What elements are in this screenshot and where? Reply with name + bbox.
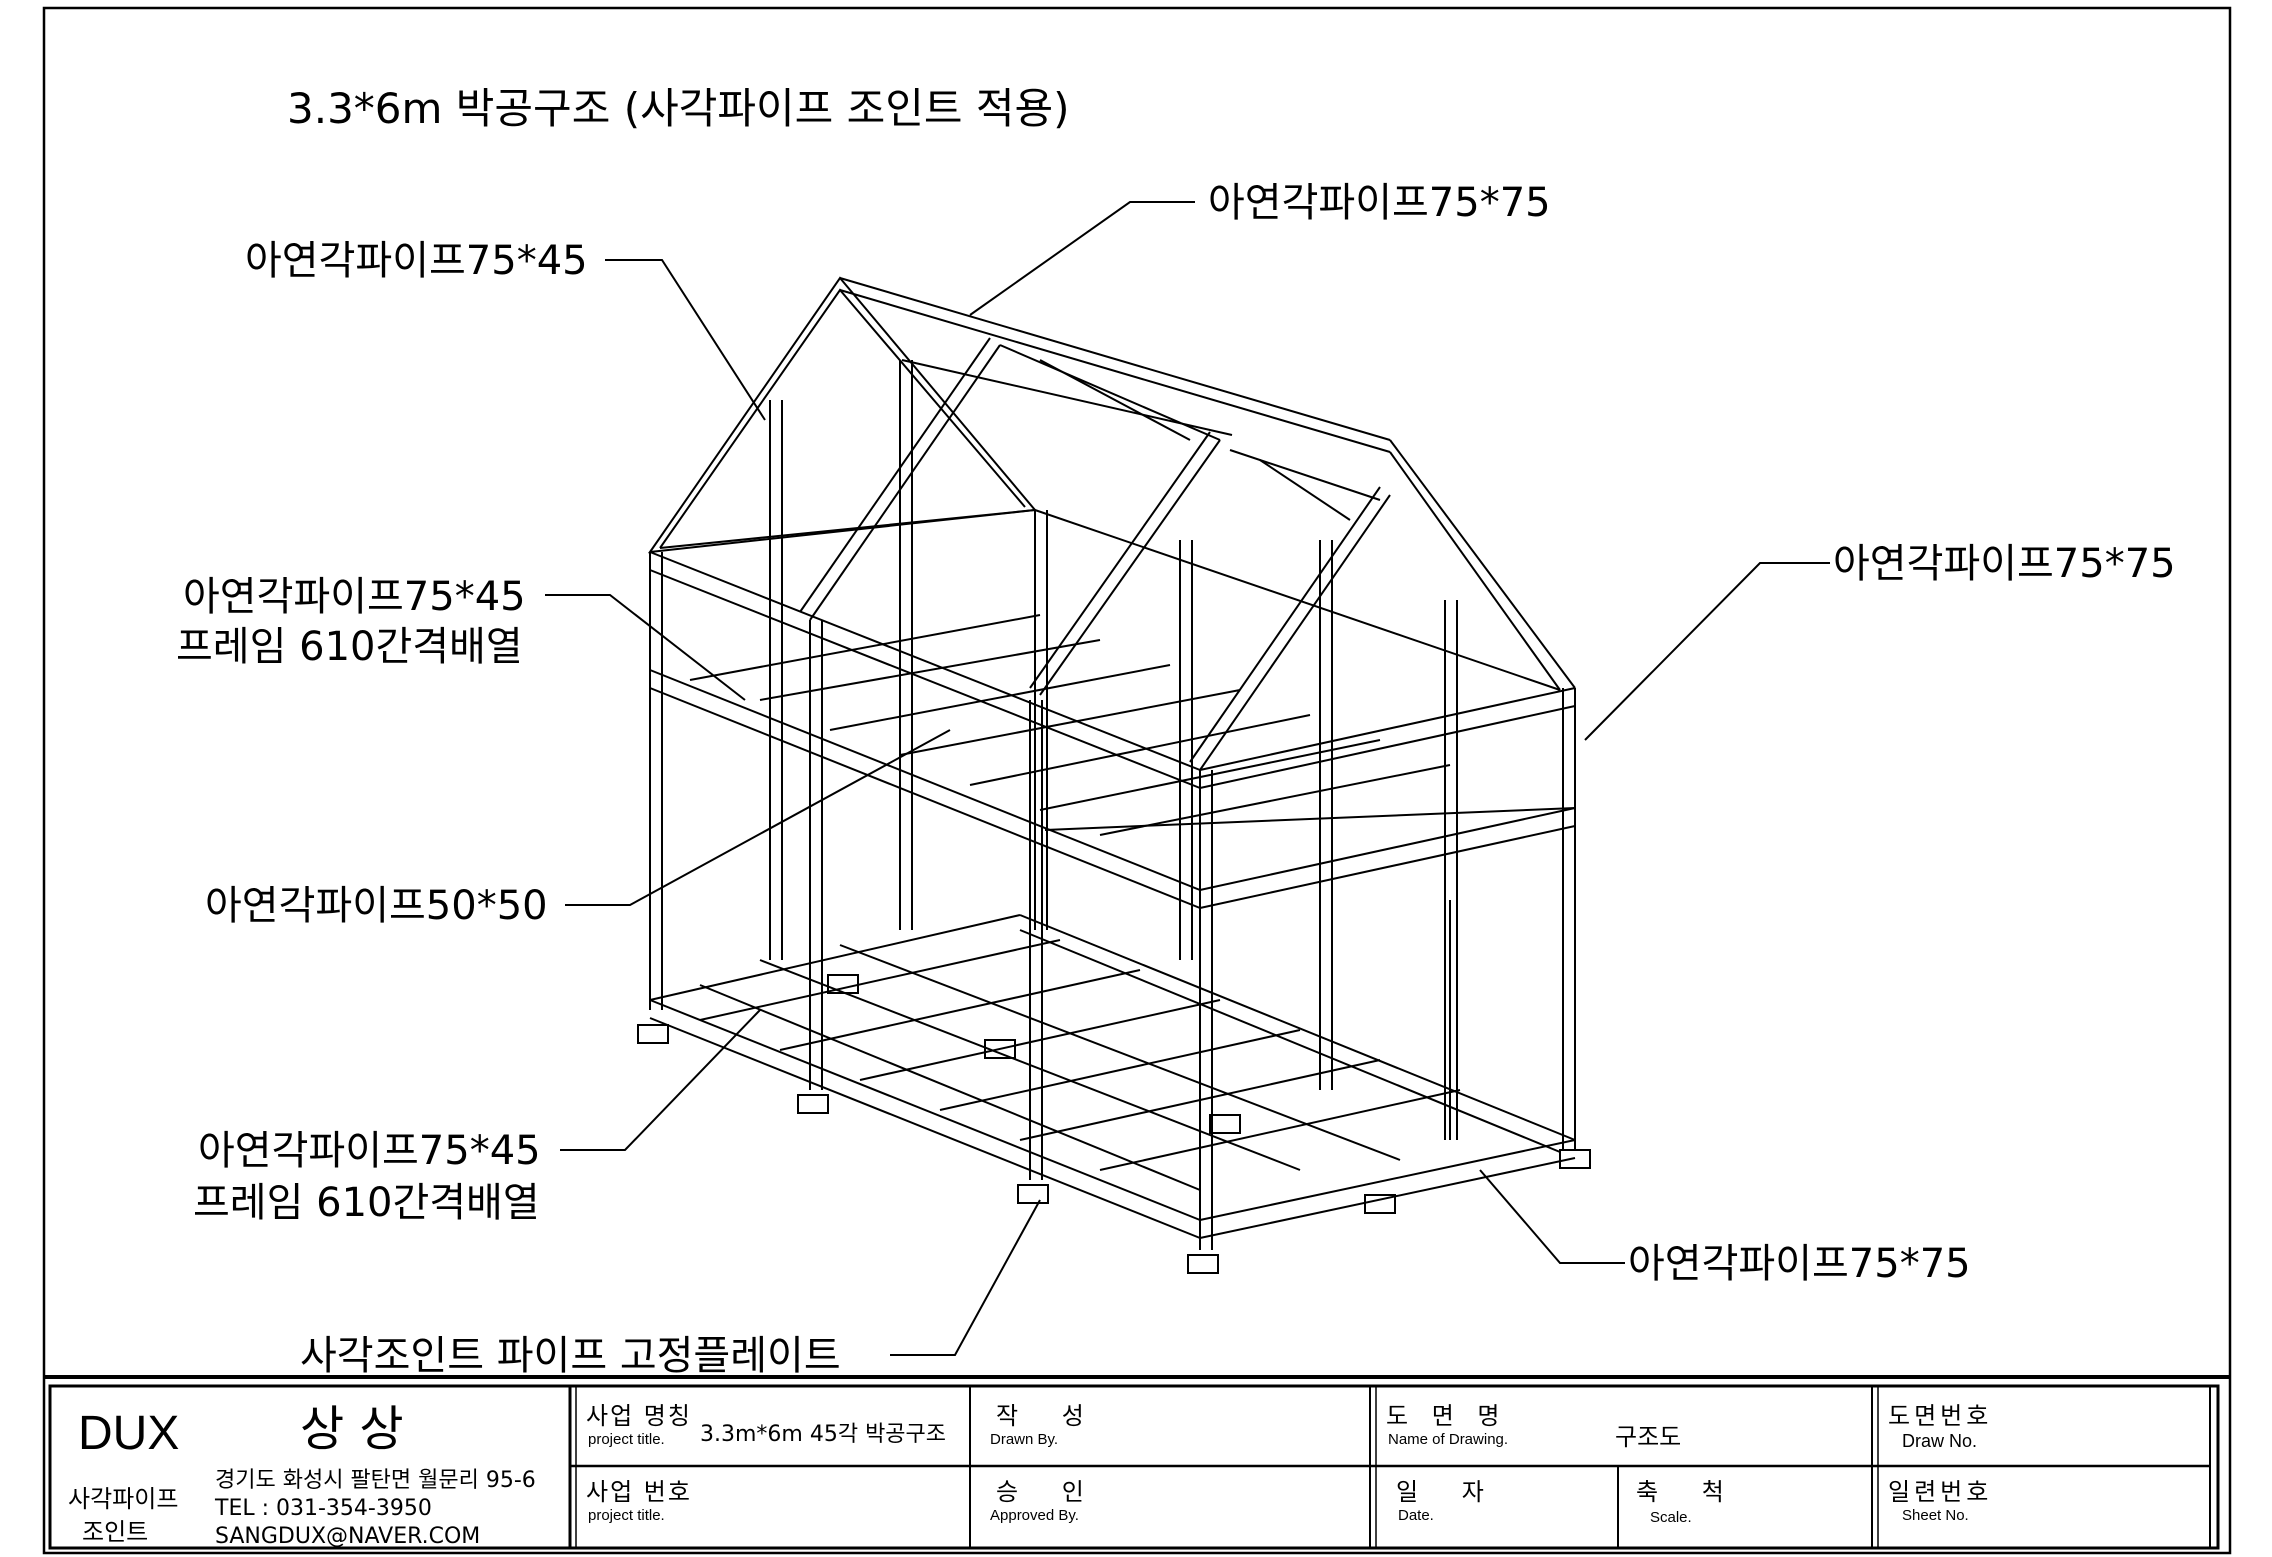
project-name-label: 사업 명칭: [586, 1402, 692, 1430]
sheet-no-sub: Sheet No.: [1902, 1507, 1969, 1524]
drawn-sub: Drawn By.: [990, 1431, 1059, 1448]
sheet-no-label: 일련번호: [1888, 1478, 1993, 1506]
company-address: 경기도 화성시 팔탄면 월문리 95-6: [215, 1468, 536, 1493]
draw-no-label: 도면번호: [1888, 1402, 1993, 1430]
project-no-sub: project title.: [588, 1507, 665, 1524]
callout-top-frame-line2: 프레임 610간격배열: [176, 624, 523, 670]
date-sub: Date.: [1398, 1507, 1434, 1524]
approved-label: 승 인: [996, 1478, 1102, 1506]
project-name-value: 3.3m*6m 45각 박공구조: [700, 1422, 947, 1447]
callout-middle-pipe: 아연각파이프50*50: [205, 883, 548, 929]
callout-ridge: 아연각파이프75*75: [1208, 180, 1551, 226]
drawing-name-sub: Name of Drawing.: [1388, 1431, 1509, 1448]
scale-sub: Scale.: [1650, 1509, 1692, 1526]
drawing-name-label: 도 면 명: [1386, 1402, 1508, 1430]
project-no-label: 사업 번호: [586, 1478, 692, 1506]
drawn-label: 작 성: [996, 1402, 1102, 1430]
draw-no-sub: Draw No.: [1902, 1431, 1978, 1451]
company-sub2: 조인트: [82, 1518, 149, 1546]
callout-base-beam: 아연각파이프75*75: [1628, 1241, 1971, 1287]
scale-label: 축 척: [1636, 1478, 1742, 1506]
company-tel: TEL : 031-354-3950: [215, 1496, 432, 1521]
drawing-name-value: 구조도: [1615, 1423, 1682, 1451]
company-logo: DUX: [78, 1407, 180, 1460]
callout-top-frame-line1: 아연각파이프75*45: [183, 574, 526, 620]
company-name: 상 상: [300, 1401, 404, 1457]
callout-floor-frame-line2: 프레임 610간격배열: [193, 1180, 540, 1226]
company-sub1: 사각파이프: [68, 1485, 179, 1513]
callout-plate: 사각조인트 파이프 고정플레이트: [300, 1333, 841, 1379]
callout-right-post: 아연각파이프75*75: [1833, 541, 2176, 587]
callout-floor-frame-line1: 아연각파이프75*45: [198, 1128, 541, 1174]
company-email: SANGDUX@NAVER.COM: [215, 1524, 481, 1549]
drawing-title: 3.3*6m 박공구조 (사각파이프 조인트 적용): [287, 84, 1070, 133]
project-name-sub: project title.: [588, 1431, 665, 1448]
callout-rafter: 아연각파이프75*45: [245, 238, 588, 284]
approved-sub: Approved By.: [990, 1507, 1079, 1524]
date-label: 일 자: [1396, 1478, 1502, 1506]
